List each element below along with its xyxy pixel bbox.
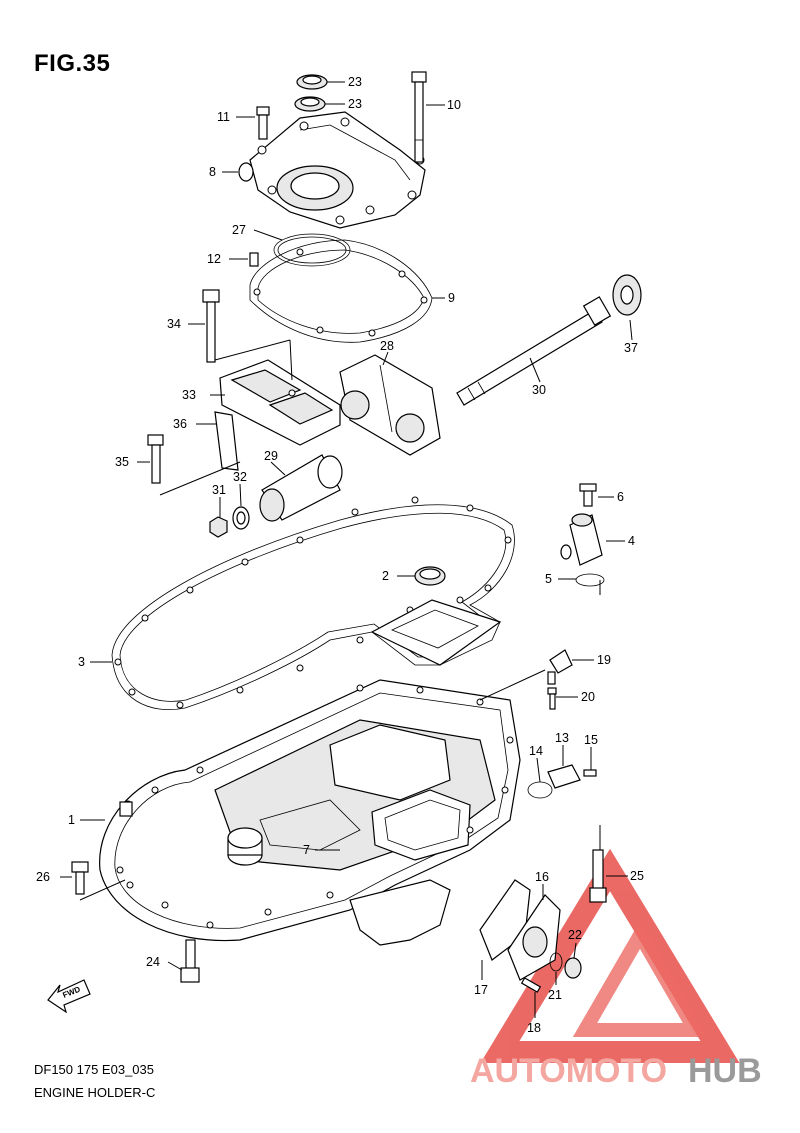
callout-24: 24 xyxy=(146,955,160,969)
part-bolt-11 xyxy=(256,106,270,140)
part-oring-27 xyxy=(249,233,351,267)
callout-3: 3 xyxy=(78,655,85,669)
part-mount-33 xyxy=(219,359,341,446)
callout-1: 1 xyxy=(68,813,75,827)
part-long-bolt-30 xyxy=(456,296,612,406)
part-mount-rubber-28 xyxy=(339,354,441,456)
callout-2: 2 xyxy=(382,569,389,583)
figure-code: DF150 175 E03_035 xyxy=(34,1062,154,1077)
figure-section: ENGINE HOLDER-C xyxy=(34,1085,156,1100)
callout-12: 12 xyxy=(207,252,221,266)
watermark-logo xyxy=(480,848,740,1063)
callout-28: 28 xyxy=(380,339,394,353)
part-bolt-25 xyxy=(589,849,607,903)
callout-4: 4 xyxy=(628,534,635,548)
part-cylinder-29 xyxy=(259,454,343,522)
watermark-brand-a: AUTOMOTO xyxy=(470,1052,667,1090)
callout-6: 6 xyxy=(617,490,624,504)
part-long-bolt-10 xyxy=(411,71,427,163)
part-fitting-4 xyxy=(560,483,605,587)
callout-33: 33 xyxy=(182,388,196,402)
leader-lines xyxy=(60,81,633,1018)
callout-23-b: 23 xyxy=(348,97,362,111)
callout-labels: 1 2 3 4 5 6 7 8 9 10 11 12 13 14 15 16 1… xyxy=(36,75,644,1035)
callout-13: 13 xyxy=(555,731,569,745)
part-bolt-35 xyxy=(147,434,164,484)
callout-32: 32 xyxy=(233,470,247,484)
callout-20: 20 xyxy=(581,690,595,704)
callout-35: 35 xyxy=(115,455,129,469)
part-oil-pan-1 xyxy=(99,679,521,946)
callout-25: 25 xyxy=(630,869,644,883)
callout-22: 22 xyxy=(568,928,582,942)
callout-9: 9 xyxy=(448,291,455,305)
part-cover-13 xyxy=(527,764,597,799)
part-bolt-26 xyxy=(71,861,89,895)
callout-30: 30 xyxy=(532,383,546,397)
watermark-brand-b: HUB xyxy=(688,1052,762,1090)
assembly-lines xyxy=(79,339,601,901)
part-gasket-9 xyxy=(249,239,433,343)
part-washer-37 xyxy=(612,274,642,316)
callout-19: 19 xyxy=(597,653,611,667)
part-seals xyxy=(294,74,328,112)
callout-18: 18 xyxy=(527,1021,541,1035)
callout-21: 21 xyxy=(548,988,562,1002)
callout-11: 11 xyxy=(217,110,230,124)
part-nut-31 xyxy=(209,506,250,538)
callout-37: 37 xyxy=(624,341,638,355)
figure-title: FIG.35 xyxy=(34,50,111,77)
callout-26: 26 xyxy=(36,870,50,884)
part-upper-cover xyxy=(238,111,426,229)
part-plate-36 xyxy=(214,411,239,471)
callout-15: 15 xyxy=(584,733,598,747)
callout-23-a: 23 xyxy=(348,75,362,89)
callout-29: 29 xyxy=(264,449,278,463)
callout-31: 31 xyxy=(212,483,226,497)
callout-16: 16 xyxy=(535,870,549,884)
callout-36: 36 xyxy=(173,417,187,431)
part-sensor-19 xyxy=(547,649,573,710)
part-gasket-3 xyxy=(111,496,515,710)
part-bolt-34 xyxy=(202,289,220,363)
part-drain-plug-22 xyxy=(520,952,582,993)
part-bolt-24 xyxy=(180,939,200,983)
callout-34: 34 xyxy=(167,317,181,331)
callout-27: 27 xyxy=(232,223,246,237)
fwd-arrow-icon xyxy=(47,979,91,1014)
callout-7: 7 xyxy=(303,843,310,857)
callout-10: 10 xyxy=(447,98,461,112)
watermark-text: AUTOMOTO HUB xyxy=(470,1052,762,1090)
callout-14: 14 xyxy=(529,744,543,758)
callout-5: 5 xyxy=(545,572,552,586)
part-oring-2 xyxy=(414,566,446,586)
callout-8: 8 xyxy=(209,165,216,179)
part-cover-16 xyxy=(479,879,561,981)
callout-17: 17 xyxy=(474,983,488,997)
